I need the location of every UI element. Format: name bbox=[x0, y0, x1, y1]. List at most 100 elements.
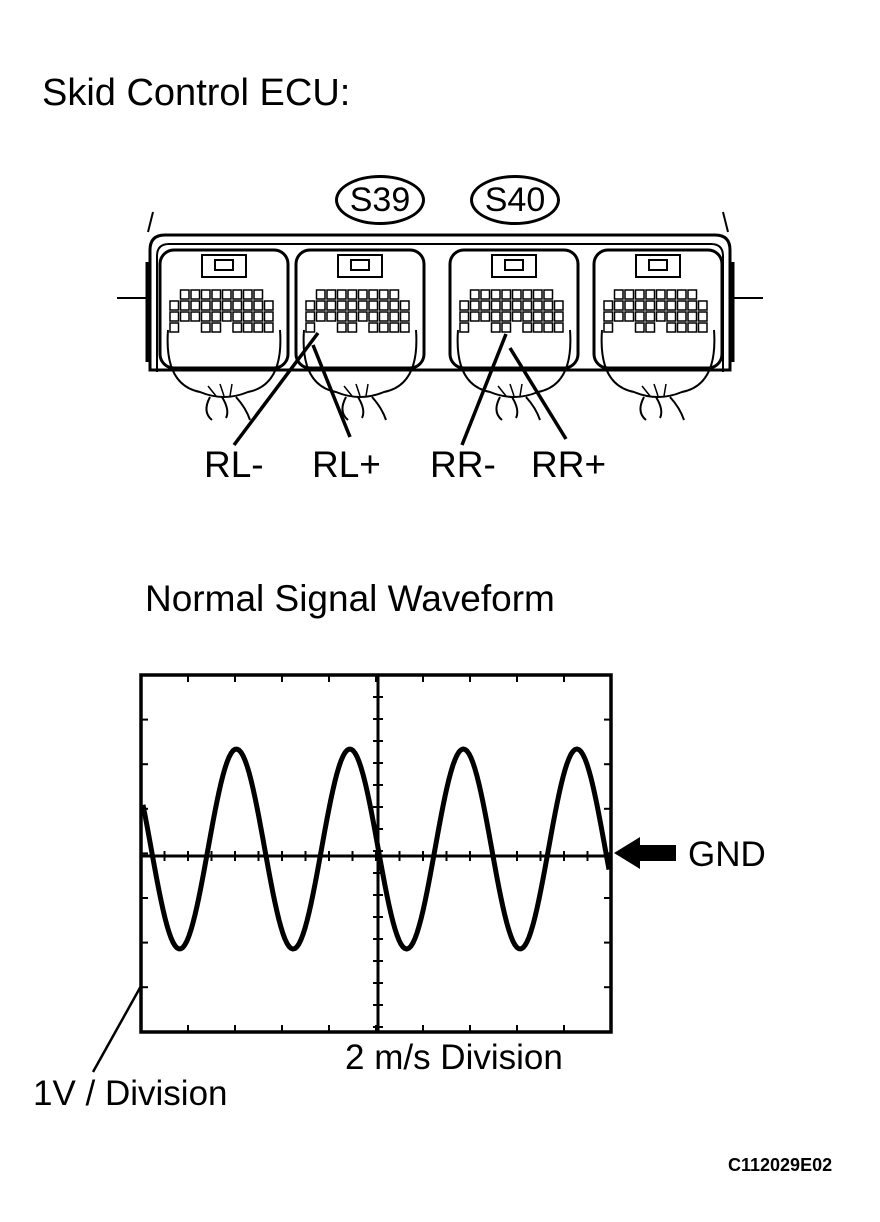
connector-pin bbox=[211, 300, 222, 311]
connector-pin bbox=[347, 322, 358, 333]
connector-pin bbox=[543, 289, 554, 300]
connector-pin bbox=[253, 322, 264, 333]
connector-pin bbox=[389, 311, 400, 322]
connector-pin bbox=[624, 289, 635, 300]
connector-pin bbox=[553, 322, 564, 333]
connector-pin bbox=[697, 300, 708, 311]
connector-pin bbox=[368, 289, 379, 300]
connector-pin bbox=[624, 311, 635, 322]
connector-pin bbox=[305, 300, 316, 311]
connector-pin bbox=[624, 300, 635, 311]
connector-pin bbox=[378, 289, 389, 300]
connector-pin bbox=[263, 322, 274, 333]
connector-pin bbox=[459, 300, 470, 311]
connector-pin bbox=[603, 311, 614, 322]
signal-waveform bbox=[140, 746, 612, 952]
connector-pin bbox=[368, 300, 379, 311]
connector-pin bbox=[634, 300, 645, 311]
connector-pin bbox=[253, 289, 264, 300]
connector-pin bbox=[169, 322, 180, 333]
connector-pin bbox=[368, 311, 379, 322]
connector-pin bbox=[336, 289, 347, 300]
connector-pin bbox=[655, 289, 666, 300]
connector-pin bbox=[543, 311, 554, 322]
connector-pin bbox=[263, 300, 274, 311]
connector-pin bbox=[336, 322, 347, 333]
connector-pin bbox=[522, 300, 533, 311]
connector-pin bbox=[522, 289, 533, 300]
connector-pin bbox=[687, 289, 698, 300]
connector-pin bbox=[603, 322, 614, 333]
connector-pin bbox=[200, 322, 211, 333]
connector-pin bbox=[211, 322, 222, 333]
connector-pin bbox=[469, 300, 480, 311]
connector-pin bbox=[221, 300, 232, 311]
connector-pin bbox=[490, 311, 501, 322]
connector-pin bbox=[221, 311, 232, 322]
connector-pin bbox=[253, 300, 264, 311]
connector-pin bbox=[459, 322, 470, 333]
connector-blocks bbox=[158, 248, 724, 421]
connector-pin bbox=[666, 322, 677, 333]
connector-pin bbox=[532, 311, 543, 322]
connector-block bbox=[158, 248, 290, 421]
connector-pin bbox=[553, 300, 564, 311]
connector-pin bbox=[263, 311, 274, 322]
connector-pin bbox=[480, 289, 491, 300]
connector-pin bbox=[242, 289, 253, 300]
connector-pin bbox=[389, 289, 400, 300]
connector-pin bbox=[378, 311, 389, 322]
connector-pin bbox=[655, 300, 666, 311]
connector-pin bbox=[389, 300, 400, 311]
connector-block bbox=[294, 248, 426, 421]
connector-pin bbox=[511, 289, 522, 300]
connector-pin bbox=[603, 300, 614, 311]
connector-pin bbox=[179, 289, 190, 300]
ecu-housing bbox=[117, 211, 763, 372]
connector-pin bbox=[501, 311, 512, 322]
connector-pin bbox=[347, 311, 358, 322]
connector-pin bbox=[666, 300, 677, 311]
connector-block bbox=[448, 248, 580, 421]
connector-pin bbox=[200, 289, 211, 300]
connector-pin bbox=[511, 311, 522, 322]
connector-pin bbox=[480, 311, 491, 322]
connector-pin bbox=[232, 289, 243, 300]
pin-label-rl-minus: RL- bbox=[204, 444, 264, 485]
connector-pin bbox=[305, 322, 316, 333]
connector-pin bbox=[666, 311, 677, 322]
voltage-division-label: 1V / Division bbox=[33, 1074, 228, 1113]
oscilloscope-ticks bbox=[141, 675, 611, 1032]
connector-pin bbox=[687, 311, 698, 322]
connector-pin bbox=[190, 311, 201, 322]
connector-pin bbox=[399, 300, 410, 311]
connector-code-s39: S39 bbox=[335, 175, 425, 225]
connector-pin bbox=[315, 289, 326, 300]
connector-pin bbox=[543, 322, 554, 333]
connector-pin bbox=[697, 322, 708, 333]
volt-division-leader bbox=[91, 985, 143, 1073]
figure-code: C112029E02 bbox=[728, 1155, 833, 1175]
connector-pin bbox=[459, 311, 470, 322]
connector-pin bbox=[687, 300, 698, 311]
pin-leader-lines bbox=[232, 331, 568, 447]
connector-pin bbox=[634, 322, 645, 333]
gnd-arrow-icon bbox=[614, 837, 676, 869]
connector-pin bbox=[613, 289, 624, 300]
connector-pin bbox=[469, 289, 480, 300]
connector-pin bbox=[326, 311, 337, 322]
time-division-label: 2 m/s Division bbox=[345, 1038, 563, 1077]
connector-pin bbox=[532, 300, 543, 311]
connector-pin bbox=[169, 311, 180, 322]
connector-pin bbox=[357, 289, 368, 300]
connector-pin bbox=[242, 300, 253, 311]
waveform-title: Normal Signal Waveform bbox=[145, 578, 555, 619]
connector-block bbox=[592, 248, 724, 421]
connector-pin bbox=[315, 311, 326, 322]
connector-pin bbox=[501, 289, 512, 300]
connector-pin bbox=[399, 322, 410, 333]
connector-pin bbox=[645, 289, 656, 300]
connector-pin bbox=[232, 311, 243, 322]
connector-pin bbox=[490, 289, 501, 300]
